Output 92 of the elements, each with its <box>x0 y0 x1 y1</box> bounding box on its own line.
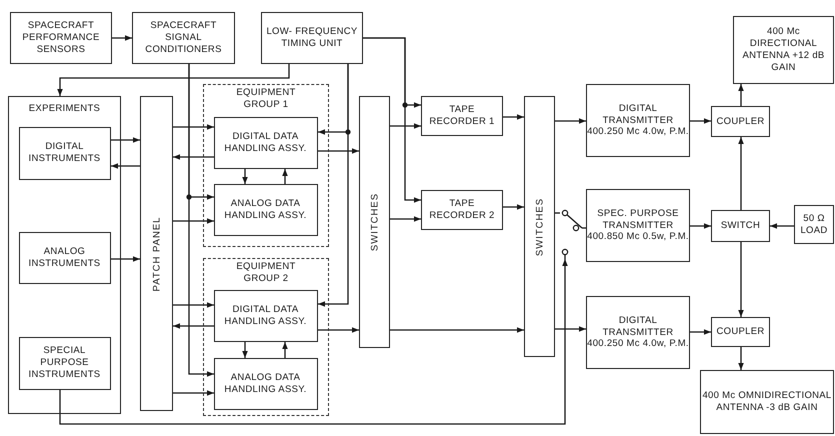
block-box <box>18 232 110 284</box>
block-label: SPEC. PURPOSE TRANSMITTER 400.850 Mc 0.5w, P.M. <box>587 208 689 244</box>
connector-line <box>57 64 290 96</box>
block-box <box>421 96 503 136</box>
block-label: DIGITAL DATA HANDLING ASSY. <box>223 304 308 328</box>
connector-line <box>690 118 711 124</box>
connector-line <box>173 323 214 329</box>
block-box <box>733 16 834 84</box>
block-label: SPECIAL PURPOSE INSTRUMENTS <box>28 345 102 381</box>
block-box <box>586 296 690 369</box>
block-box <box>10 12 112 64</box>
connector-line <box>738 137 744 210</box>
connector-line <box>242 342 248 358</box>
block-label: 400 Mc DIRECTIONAL ANTENNA +12 dB GAIN <box>741 26 826 74</box>
block-box <box>140 96 173 411</box>
block-box <box>524 96 555 357</box>
connector-line <box>318 327 359 333</box>
connector-line <box>363 37 421 203</box>
block-box <box>586 84 690 157</box>
connector-line <box>282 169 288 184</box>
connector-line <box>555 326 586 332</box>
group-box <box>203 258 329 416</box>
connector-line <box>390 216 421 222</box>
block-box <box>586 189 690 262</box>
connector-line <box>282 342 288 358</box>
block-box <box>261 12 363 64</box>
block-box <box>711 317 770 347</box>
connector-line <box>555 212 560 214</box>
block-box <box>711 106 770 137</box>
connector-line <box>318 64 349 307</box>
connector-line <box>173 390 214 396</box>
connector-line <box>318 148 359 154</box>
block-box <box>214 358 318 410</box>
block-box <box>18 126 110 180</box>
block-box <box>214 184 318 236</box>
block-label: SWITCH <box>720 220 760 232</box>
block-label: TAPE RECORDER 1 <box>428 104 496 128</box>
group-heading: EQUIPMENT GROUP 2 <box>235 261 297 285</box>
block-label: 400 Mc OMNIDIRECTIONAL ANTENNA -3 dB GAIN <box>701 390 833 414</box>
connector-line <box>738 347 744 370</box>
block-box <box>214 290 318 342</box>
block-label: ANALOG DATA HANDLING ASSY. <box>223 372 308 396</box>
block-box <box>359 96 390 348</box>
block-label: COUPLER <box>716 116 765 128</box>
block-label: DIGITAL TRANSMITTER 400.250 Mc 4.0w, P.M. <box>587 102 689 138</box>
group-box <box>8 96 121 414</box>
connector-line <box>111 137 140 143</box>
block-label: 50 Ω LOAD <box>799 212 829 236</box>
block-label: DIGITAL INSTRUMENTS <box>28 141 102 165</box>
connector-line <box>390 123 421 129</box>
block-box <box>700 370 834 434</box>
block-label: COUPLER <box>716 326 765 338</box>
block-label: ANALOG INSTRUMENTS <box>28 246 102 270</box>
connector-line <box>390 327 524 333</box>
block-box <box>711 210 770 242</box>
connector-line <box>111 256 140 262</box>
block-label: SPACECRAFT SIGNAL CONDITIONERS <box>144 20 223 56</box>
block-label: PATCH PANEL <box>151 216 162 291</box>
connector-line <box>173 302 214 308</box>
block-label: SWITCHES <box>369 192 380 252</box>
block-label: ANALOG DATA HANDLING ASSY. <box>223 198 308 222</box>
block-box <box>214 116 318 168</box>
block-label: DIGITAL DATA HANDLING ASSY. <box>223 130 308 154</box>
connector-line <box>173 124 214 130</box>
connector-line <box>173 218 214 224</box>
connector-line <box>59 259 568 425</box>
connector-line <box>738 242 744 317</box>
block-label: SPACECRAFT PERFORMANCE SENSORS <box>21 20 101 56</box>
connector-line <box>503 114 524 120</box>
group-heading: EXPERIMENTS <box>28 103 102 115</box>
connector-line <box>112 35 132 41</box>
connector-line <box>690 223 711 229</box>
block-box <box>132 12 235 64</box>
connector-line <box>690 329 711 335</box>
block-label: LOW- FREQUENCY TIMING UNIT <box>265 26 359 50</box>
block-box <box>421 190 503 230</box>
connector-line <box>770 223 794 229</box>
block-box <box>794 205 834 244</box>
block-box <box>18 336 110 390</box>
connector-line <box>555 118 586 124</box>
connector-line <box>503 204 524 210</box>
connector-line <box>242 169 248 184</box>
connector-line <box>111 163 140 169</box>
group-box <box>203 84 329 247</box>
group-heading: EQUIPMENT GROUP 1 <box>235 87 297 111</box>
block-label: DIGITAL TRANSMITTER 400.250 Mc 4.0w, P.M. <box>587 314 689 350</box>
connector-line <box>173 154 214 160</box>
block-label: TAPE RECORDER 2 <box>428 198 496 222</box>
connector-line <box>188 64 214 377</box>
connector-line <box>582 227 586 229</box>
connector-line <box>738 84 744 106</box>
block-label: SWITCHES <box>534 197 545 256</box>
